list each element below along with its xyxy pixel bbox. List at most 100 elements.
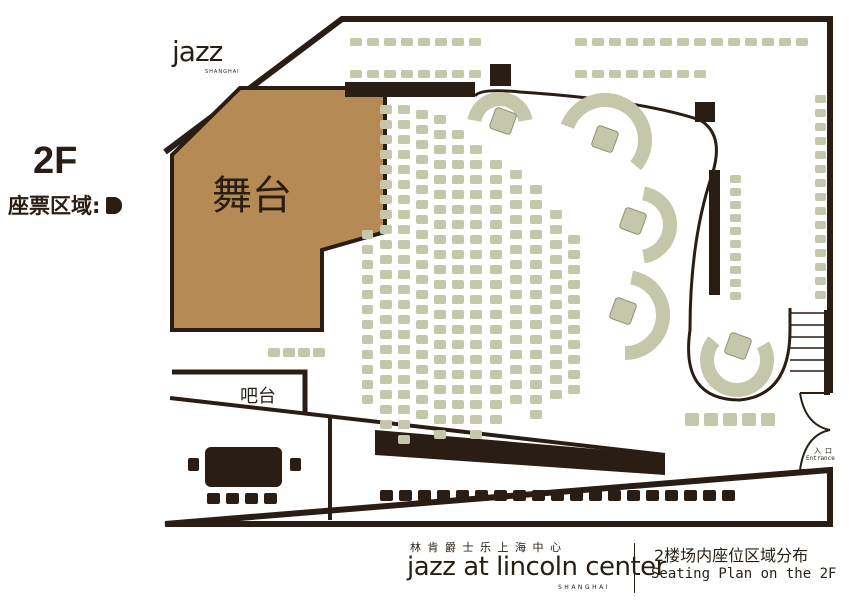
seat[interactable] [510,200,522,209]
seat[interactable] [470,205,482,214]
seat[interactable] [452,370,464,379]
seat[interactable] [452,145,464,154]
seat[interactable] [416,380,428,389]
lounge-chair[interactable] [226,493,239,504]
seat[interactable] [592,70,604,78]
seat[interactable] [490,160,502,169]
seat[interactable] [416,350,428,359]
seat[interactable] [418,38,430,46]
seat[interactable] [677,70,689,78]
seat[interactable] [452,38,464,46]
seat[interactable] [530,275,542,284]
table-3-seating[interactable] [641,186,677,264]
seat[interactable] [568,370,580,379]
seat[interactable] [568,265,580,274]
seat[interactable] [416,320,428,329]
seat[interactable] [401,70,413,78]
seat[interactable] [416,185,428,194]
seat[interactable] [398,165,410,174]
seat[interactable] [470,220,482,229]
seat[interactable] [530,365,542,374]
seat[interactable] [416,170,428,179]
seat[interactable] [434,340,446,349]
seat[interactable] [416,290,428,299]
seat[interactable] [730,227,741,235]
seat[interactable] [762,38,774,46]
seat[interactable] [592,38,604,46]
seat[interactable] [490,340,502,349]
seat[interactable] [530,290,542,299]
seat[interactable] [398,240,410,249]
seat[interactable] [694,38,706,46]
seat[interactable] [434,325,446,334]
seat[interactable] [398,330,410,339]
seat[interactable] [362,245,373,254]
table-4[interactable] [609,297,637,325]
seat[interactable] [550,270,562,279]
seat[interactable] [398,435,410,444]
seat[interactable] [434,145,446,154]
seat[interactable] [510,185,522,194]
seat[interactable] [380,330,392,339]
seat[interactable] [398,135,410,144]
seat[interactable] [490,250,502,259]
seat[interactable] [434,280,446,289]
seat[interactable] [434,175,446,184]
seat[interactable] [510,215,522,224]
seat[interactable] [730,175,741,183]
seat[interactable] [416,125,428,134]
seat[interactable] [510,350,522,359]
seat[interactable] [470,175,482,184]
seat[interactable] [568,250,580,259]
seat[interactable] [469,38,481,46]
seat[interactable] [550,210,562,219]
seat[interactable] [815,193,826,201]
seat[interactable] [550,330,562,339]
seat[interactable] [694,70,706,78]
seat[interactable] [815,207,826,215]
seat[interactable] [434,235,446,244]
lounge-chair[interactable] [207,493,220,504]
seat[interactable] [723,413,737,426]
seat[interactable] [434,400,446,409]
seat[interactable] [416,260,428,269]
seat[interactable] [434,415,446,424]
seat[interactable] [815,277,826,285]
seat[interactable] [380,210,392,219]
seat[interactable] [398,105,410,114]
seat[interactable] [434,295,446,304]
seat[interactable] [490,415,502,424]
seat[interactable] [470,160,482,169]
seat[interactable] [568,295,580,304]
seat[interactable] [550,360,562,369]
booth-seat[interactable] [665,490,678,501]
seat[interactable] [643,38,655,46]
seat[interactable] [452,250,464,259]
seat[interactable] [362,230,373,239]
seat[interactable] [398,150,410,159]
seat[interactable] [711,38,723,46]
seat[interactable] [398,390,410,399]
seat[interactable] [398,360,410,369]
seat[interactable] [434,130,446,139]
seat[interactable] [380,405,392,414]
seat[interactable] [398,285,410,294]
seat[interactable] [510,275,522,284]
seat[interactable] [815,249,826,257]
seat[interactable] [380,240,392,249]
seat[interactable] [490,265,502,274]
seat[interactable] [434,355,446,364]
table-1-seating[interactable] [467,92,533,123]
seat[interactable] [470,400,482,409]
seat[interactable] [568,310,580,319]
seat[interactable] [730,253,741,261]
seat[interactable] [398,375,410,384]
seat[interactable] [398,255,410,264]
seat[interactable] [815,263,826,271]
seat[interactable] [452,355,464,364]
table-2-seating[interactable] [560,93,652,171]
seat[interactable] [416,230,428,239]
seat[interactable] [470,325,482,334]
seat[interactable] [362,305,373,314]
seat[interactable] [398,345,410,354]
